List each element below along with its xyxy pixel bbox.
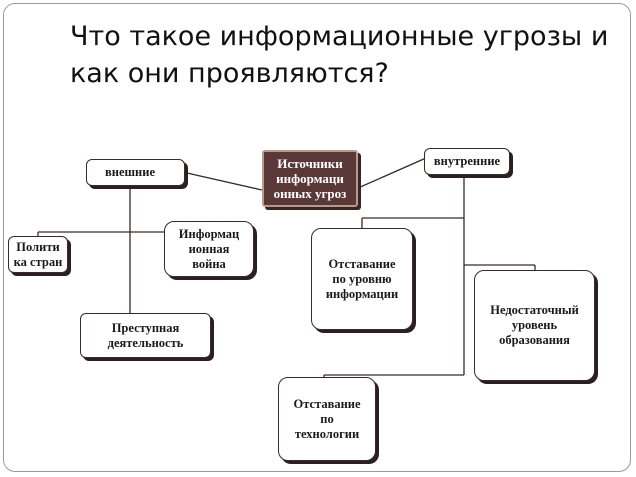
node-politics: Полити ка стран: [8, 236, 68, 273]
node-external: внешние: [86, 159, 185, 186]
node-crime: Преступная деятельность: [80, 313, 211, 358]
center-node-threat-sources: Источники информаци онных угроз: [262, 150, 358, 207]
connector-center-internal: [357, 157, 427, 189]
node-lag-tech: Отставание по технологии: [278, 377, 376, 461]
node-lag-info: Отставание по уровню информации: [311, 228, 413, 330]
connector-center-external: [186, 172, 263, 191]
slide-title: Что такое информационные угрозы и как он…: [70, 21, 609, 89]
node-education: Недостаточный уровень образования: [474, 270, 595, 381]
node-internal: внутренние: [424, 148, 510, 175]
node-info-war: Информац ионная война: [164, 221, 254, 277]
